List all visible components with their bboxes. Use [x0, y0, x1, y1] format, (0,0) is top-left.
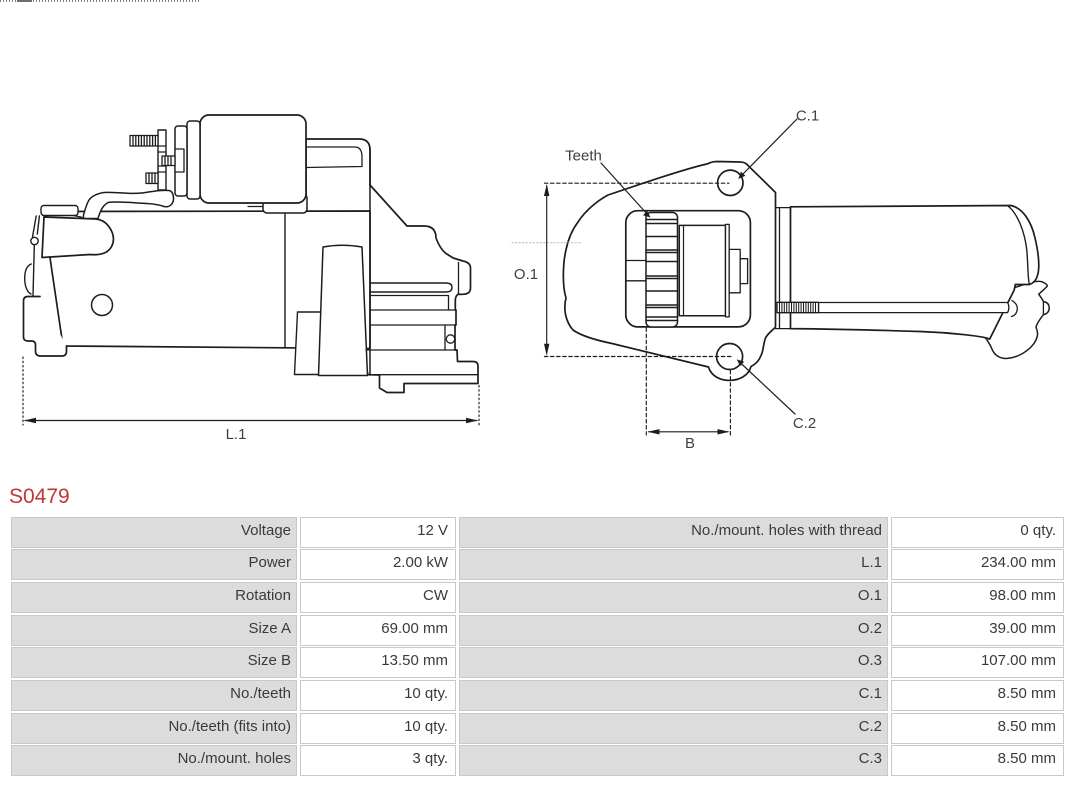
- svg-text:C.2: C.2: [793, 415, 816, 432]
- svg-text:B: B: [685, 435, 695, 452]
- svg-text:O.1: O.1: [514, 266, 538, 283]
- svg-text:C.1: C.1: [796, 108, 819, 125]
- svg-text:L.1: L.1: [226, 426, 247, 443]
- svg-text:Teeth: Teeth: [565, 148, 602, 165]
